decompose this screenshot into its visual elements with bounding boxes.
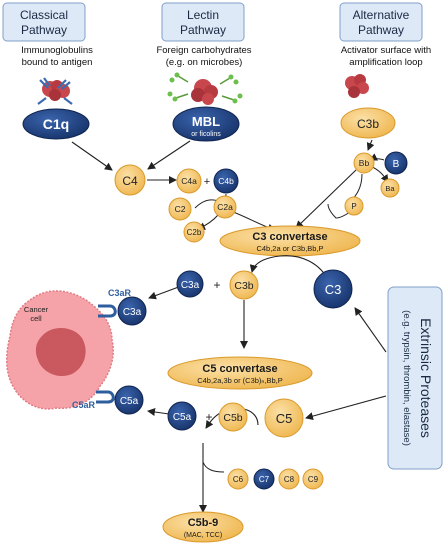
c3b-initiator-label: C3b (357, 117, 379, 131)
lectin-desc-1: Foreign carbohydrates (156, 45, 251, 56)
c8-node: C8 (278, 468, 300, 490)
c1q-node: C1q (22, 108, 90, 140)
c3-convertase-sub: C4b,2a or C3b,Bb,P (256, 244, 323, 253)
c3-convertase-title: C3 convertase (252, 231, 327, 243)
svg-text:C5a: C5a (120, 396, 139, 407)
c5-convertase-node: C5 convertase C4b,2a,3b or (C3b)ₙ,Bb,P (167, 356, 313, 390)
c3b-initiator-node: C3b (340, 107, 396, 139)
svg-text:C5b: C5b (223, 412, 242, 424)
svg-text:C2b: C2b (187, 228, 202, 237)
c5-convertase-sub: C4b,2a,3b or (C3b)ₙ,Bb,P (197, 376, 283, 385)
antibody-antigen-icon (37, 77, 73, 105)
c1q-label: C1q (43, 116, 69, 132)
svg-text:C3a: C3a (181, 280, 200, 291)
c3-convertase-node: C3 convertase C4b,2a or C3b,Bb,P (219, 225, 361, 257)
mac-title: C5b-9 (188, 517, 219, 529)
svg-text:C8: C8 (284, 475, 295, 484)
mbl-node: MBL or ficolins (172, 106, 240, 142)
svg-text:P: P (351, 202, 356, 211)
cancer-cell-label-1: Cancer (24, 305, 49, 314)
cancer-cell-label-2: cell (30, 314, 42, 323)
c2-node: C2 (168, 197, 192, 221)
alternative-title-2: Pathway (358, 23, 404, 37)
classical-title-2: Pathway (21, 23, 67, 37)
c3ar-label: C3aR (108, 288, 132, 298)
c5-node: C5 (264, 398, 304, 438)
alternative-pathway-box: Alternative Pathway (339, 2, 423, 42)
lectin-desc-2: (e.g. on microbes) (166, 57, 243, 68)
c3a-bound-node: C3a (117, 296, 147, 326)
c3a-node: C3a (176, 270, 204, 298)
carbohydrate-microbe-icon (167, 72, 243, 105)
plus-sign-1: + (204, 176, 210, 188)
c2a-node: C2a (213, 195, 237, 219)
classical-desc-1: Immunoglobulins (21, 45, 93, 56)
c9-node: C9 (302, 468, 324, 490)
mac-node: C5b-9 (MAC, TCC) (162, 511, 244, 543)
svg-text:C3a: C3a (123, 307, 142, 318)
classical-desc-2: bound to antigen (22, 57, 93, 68)
c5b-node: C5b (218, 402, 248, 432)
svg-text:C6: C6 (233, 475, 244, 484)
svg-text:B: B (393, 159, 400, 170)
proteases-title: Extrinsic Proteases (418, 318, 434, 438)
c5a-bound-node: C5a (114, 385, 144, 415)
alternative-desc-1: Activator surface with (341, 45, 431, 56)
alternative-desc-2: amplification loop (349, 57, 422, 68)
svg-text:C2: C2 (175, 204, 186, 214)
svg-text:C5: C5 (276, 411, 293, 426)
mbl-sub-label: or ficolins (191, 131, 221, 138)
c4a-node: C4a (176, 168, 202, 194)
cancer-cell: Cancer cell (6, 290, 114, 410)
protease-to-c5-arrow (305, 395, 387, 421)
c2b-node: C2b (183, 221, 205, 243)
svg-text:C3b: C3b (234, 280, 253, 292)
svg-text:C7: C7 (259, 475, 270, 484)
classical-title-1: Classical (20, 8, 68, 22)
c5ar-receptor: C5aR (72, 390, 115, 410)
svg-text:Bb: Bb (359, 158, 370, 168)
plus-sign-2: + (213, 278, 220, 292)
c5a-node: C5a (167, 401, 197, 431)
c4b-node: C4b (213, 168, 239, 194)
c5ar-label: C5aR (72, 400, 96, 410)
svg-text:C2a: C2a (217, 202, 233, 212)
svg-text:C4b: C4b (218, 176, 234, 186)
c6-node: C6 (227, 468, 249, 490)
plus-sign-3: + (205, 410, 212, 424)
svg-text:C5a: C5a (173, 412, 192, 423)
alternative-title-1: Alternative (353, 8, 410, 22)
initiator-arrows (71, 139, 375, 184)
c5-convertase-title: C5 convertase (202, 363, 277, 375)
protease-to-c3-arrow (354, 307, 387, 353)
bb-node: Bb (353, 152, 375, 174)
c7-node: C7 (253, 468, 275, 490)
lectin-title-1: Lectin (187, 8, 219, 22)
classical-pathway-box: Classical Pathway (2, 2, 86, 42)
svg-text:C4a: C4a (181, 176, 197, 186)
svg-text:C3: C3 (325, 282, 342, 297)
mac-sub: (MAC, TCC) (184, 532, 222, 539)
svg-text:C9: C9 (308, 475, 319, 484)
lectin-pathway-box: Lectin Pathway (161, 2, 245, 42)
c4-node: C4 (114, 164, 146, 196)
b-node: B (384, 151, 408, 175)
extrinsic-proteases-box: Extrinsic Proteases (e.g. trypsin, throm… (387, 286, 443, 470)
ba-node: Ba (380, 178, 400, 198)
mbl-label: MBL (192, 114, 220, 129)
svg-text:C4: C4 (122, 174, 138, 188)
proteases-sub: (e.g. trypsin, thrombin, elastase) (401, 310, 412, 446)
lectin-title-2: Pathway (180, 23, 226, 37)
p-node: P (344, 196, 364, 216)
c3-node: C3 (313, 269, 353, 309)
c3ar-receptor: C3aR (98, 288, 132, 318)
svg-text:Ba: Ba (385, 184, 395, 193)
activator-surface-icon (345, 74, 369, 98)
c3b-node: C3b (229, 270, 259, 300)
